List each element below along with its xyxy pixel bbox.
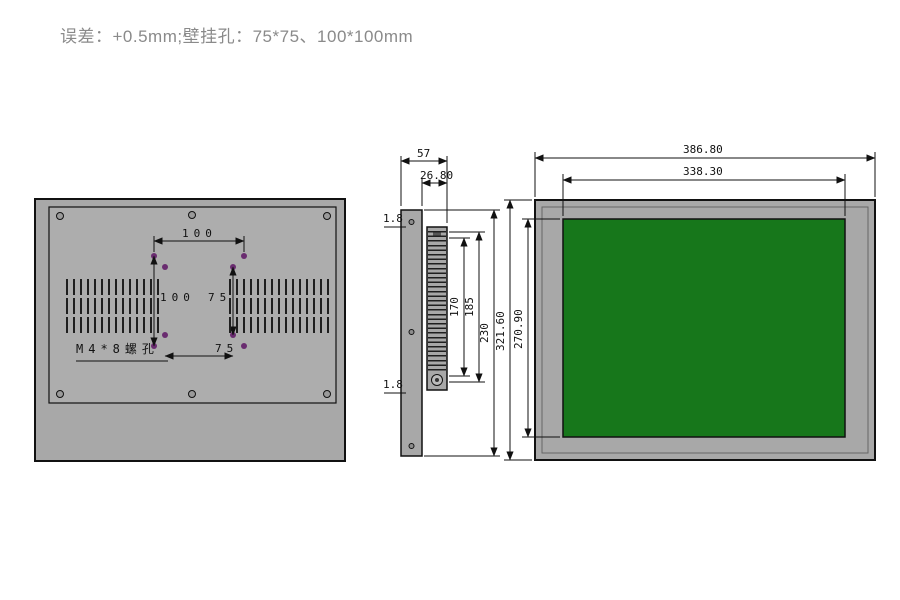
rear-panel-screws	[56, 211, 331, 398]
vent-grille-left-row	[66, 317, 163, 333]
vesa-hole-75	[162, 332, 168, 338]
dim-label-plate-thickness-bottom: 1.8	[383, 378, 403, 391]
dim-label-front-height-screen: 270.90	[512, 309, 525, 349]
vent-grille-right-row	[229, 279, 330, 295]
vent-grille-left-row	[66, 298, 163, 314]
dim-label-height-fins: 170	[448, 297, 461, 317]
plate-hole	[408, 329, 415, 335]
vent-grille-right-row	[229, 317, 330, 333]
front-bezel-line	[541, 206, 869, 454]
dim-label-vesa-75-height: 75	[208, 291, 232, 304]
vesa-hole-100	[241, 343, 247, 349]
front-screen	[562, 218, 846, 438]
screw	[188, 211, 196, 219]
front-view	[504, 152, 876, 461]
front-dimension-lines	[504, 152, 876, 461]
dim-label-depth-body: 26.80	[420, 169, 454, 182]
screw	[56, 212, 64, 220]
vent-grille-right-row	[229, 298, 330, 314]
dim-label-front-height-overall: 321.60	[494, 311, 507, 351]
dim-label-width-screen: 338.30	[683, 165, 723, 178]
tolerance-note: 误差：+0.5mm;壁挂孔：75*75、100*100mm	[60, 27, 414, 46]
dim-label-plate-thickness-top: 1.8	[383, 212, 403, 225]
dim-label-width-overall: 386.80	[683, 143, 723, 156]
heatsink-fins	[428, 231, 446, 373]
screw	[323, 390, 331, 398]
screw	[56, 390, 64, 398]
dim-label-vesa-100-width: 100	[182, 227, 217, 240]
dim-label-depth-total: 57	[417, 147, 431, 160]
screw	[188, 390, 196, 398]
plate-hole	[408, 219, 415, 225]
dim-label-height-overall: 230	[478, 323, 491, 343]
screw-hole-label: M4*8螺孔	[76, 342, 159, 356]
vent-grille-left-row	[66, 279, 163, 295]
side-dimension-lines	[384, 156, 500, 457]
dim-label-vesa-75-width: 75	[215, 342, 239, 355]
screw	[323, 212, 331, 220]
plate-hole	[408, 443, 415, 449]
dim-label-vesa-100-height: 100	[160, 291, 195, 304]
dim-label-height-body: 185	[463, 297, 476, 317]
side-connector-pin	[435, 378, 439, 382]
vesa-hole-100	[241, 253, 247, 259]
vesa-hole-75	[162, 264, 168, 270]
